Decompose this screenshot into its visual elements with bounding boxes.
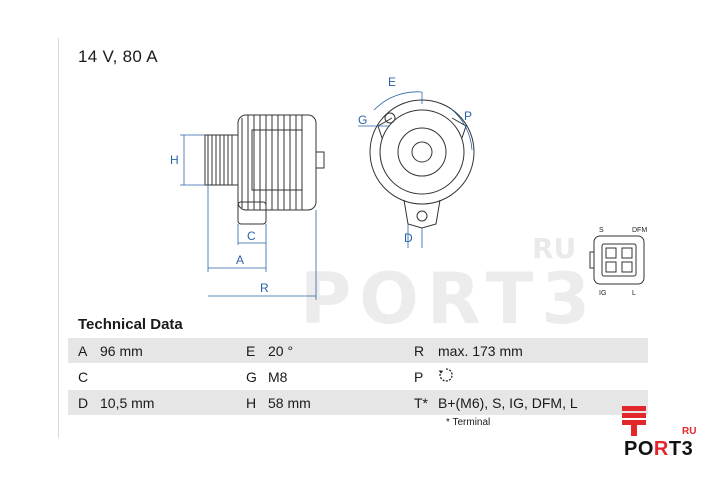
mount-foot — [237, 201, 267, 225]
key-cell: R — [404, 337, 428, 364]
dim-label-p: P — [464, 109, 472, 123]
technical-data-title: Technical Data — [78, 316, 183, 333]
value-cell — [90, 364, 236, 390]
key-cell: A — [68, 337, 90, 364]
pin-label-l: L — [632, 290, 636, 297]
key-cell: C — [78, 368, 89, 385]
table-row: A 96 mm E 20 ° R max. 173 mm — [68, 337, 648, 364]
alternator-drawing: H C A R E G P D — [170, 75, 475, 300]
logo-highlight: R — [653, 438, 669, 460]
key-cell: G — [246, 368, 257, 385]
logo-suffix: T3 — [668, 438, 694, 460]
value-cell — [428, 364, 648, 390]
key-cell: P — [414, 368, 424, 385]
value-cell: 10,5 mm — [90, 389, 236, 415]
dim-label-h: H — [170, 153, 179, 167]
table-row: C G M8 P — [68, 363, 648, 390]
clockwise-rotation-icon — [438, 368, 453, 382]
pin-label-ig: IG — [599, 290, 606, 297]
key-cell: D — [68, 389, 90, 415]
value-cell: M8 — [268, 368, 288, 385]
dim-label-e: E — [388, 75, 396, 89]
value-cell: B+(M6), S, IG, DFM, L — [428, 389, 648, 415]
dim-label-g: G — [358, 113, 367, 127]
dim-label-r: R — [260, 281, 269, 295]
page-border — [58, 38, 59, 438]
technical-data-table: A 96 mm E 20 ° R max. 173 mm C G M8 P D … — [68, 337, 648, 415]
value-cell: 58 mm — [258, 389, 404, 415]
watermark-ru: RU — [532, 232, 577, 265]
logo-prefix: PO — [624, 438, 654, 460]
dim-label-d: D — [404, 231, 413, 245]
logo-ru: RU — [682, 426, 697, 437]
dim-label-c: C — [247, 229, 256, 243]
value-cell: max. 173 mm — [428, 337, 648, 364]
key-cell: H — [236, 389, 258, 415]
spec-heading: 14 V, 80 A — [78, 47, 158, 66]
value-cell: 96 mm — [90, 337, 236, 364]
terminal-footnote: * Terminal — [446, 417, 491, 428]
key-cell: T* — [404, 389, 428, 415]
connector-diagram: S DFM IG L — [589, 227, 647, 297]
pulley — [204, 134, 239, 186]
value-cell: 20 ° — [258, 337, 404, 364]
brand-logo: PORT3 — [624, 438, 693, 461]
key-cell: E — [236, 337, 258, 364]
piston-logo-icon — [622, 406, 646, 436]
alternator-side-body — [237, 114, 317, 211]
watermark: PORT3 — [300, 258, 599, 340]
dim-label-a: A — [236, 253, 244, 267]
pin-label-dfm: DFM — [632, 227, 647, 234]
table-row: D 10,5 mm H 58 mm T* B+(M6), S, IG, DFM,… — [68, 389, 648, 415]
pin-label-s: S — [599, 227, 604, 234]
